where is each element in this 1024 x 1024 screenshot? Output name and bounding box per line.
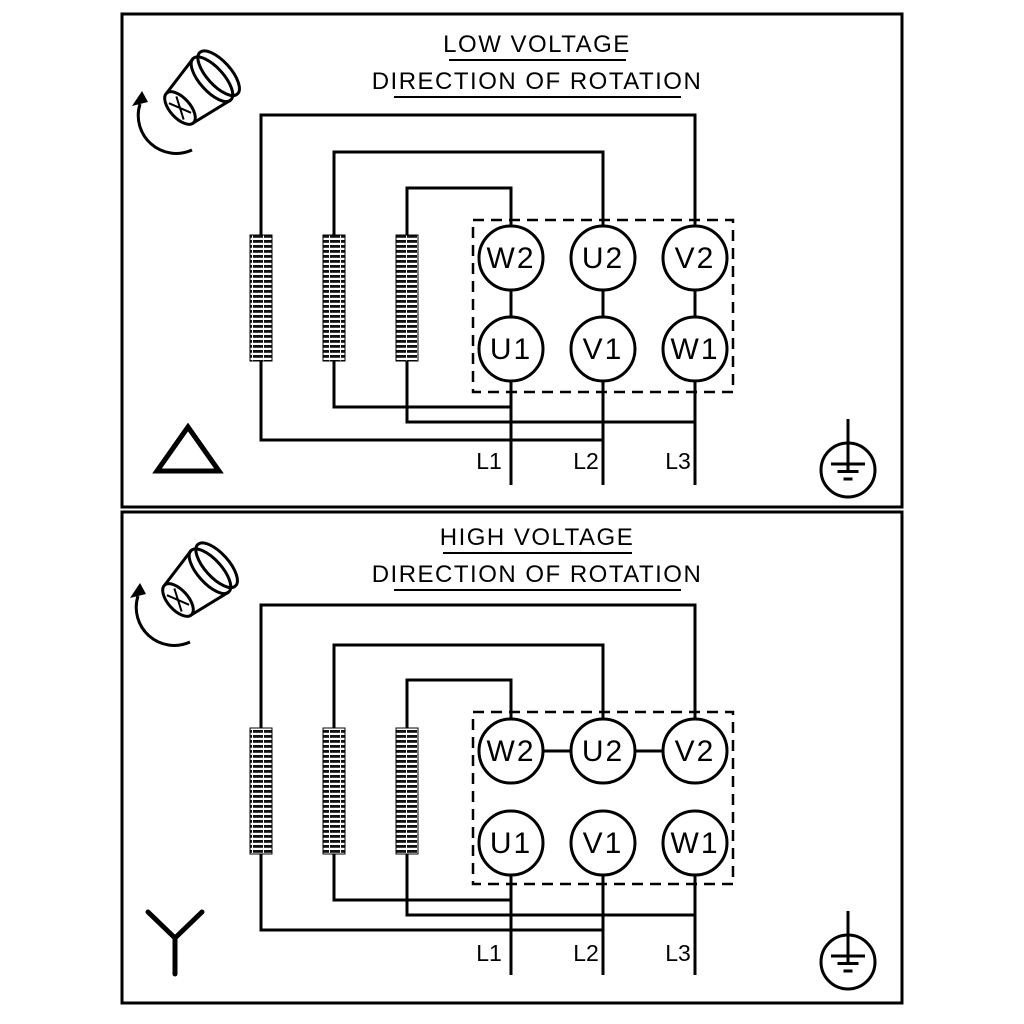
winding-coil-1: [249, 727, 273, 855]
terminal-label-w2: W2: [487, 735, 536, 768]
terminal-v2: [661, 224, 729, 292]
terminal-u2: [569, 224, 637, 292]
terminal-w2: [477, 224, 545, 292]
winding-coil-1: [249, 234, 273, 362]
terminal-v2: [661, 717, 729, 785]
terminal-label-v2: V2: [675, 735, 716, 768]
winding-coil-3: [395, 727, 419, 855]
terminal-label-w1: W1: [671, 827, 720, 860]
supply-label-l1: L1: [476, 448, 502, 474]
terminal-label-w2: W2: [487, 242, 536, 275]
terminal-label-v1: V1: [583, 827, 624, 860]
terminal-label-v1: V1: [583, 333, 624, 366]
panel-high-voltage: HIGH VOLTAGE DIRECTION OF ROTATION W2 U2…: [120, 510, 904, 1005]
panel-low-voltage: LOW VOLTAGE DIRECTION OF ROTATION W2 U2 …: [120, 12, 904, 509]
wire-winding3-w2-w1: [405, 186, 695, 424]
supply-label-l1: L1: [476, 940, 502, 966]
terminal-w2: [477, 717, 545, 785]
panel-subtitle: DIRECTION OF ROTATION: [372, 68, 703, 95]
terminal-v1: [569, 315, 637, 383]
terminal-board-outline: [471, 710, 735, 886]
wire-winding1-v2-v1: [259, 603, 697, 932]
panel-subtitle: DIRECTION OF ROTATION: [372, 561, 703, 588]
supply-label-l3: L3: [665, 940, 691, 966]
terminal-label-u1: U1: [490, 827, 532, 860]
terminal-label-u2: U2: [582, 242, 624, 275]
supply-label-l3: L3: [665, 448, 691, 474]
terminal-board-outline: [471, 218, 735, 394]
winding-coil-2: [322, 727, 346, 855]
terminal-label-u1: U1: [490, 333, 532, 366]
wire-winding2-u2-u1: [332, 150, 605, 409]
terminal-u1: [477, 315, 545, 383]
wire-winding1-v2-v1: [259, 113, 697, 442]
delta-symbol: [152, 422, 224, 474]
panel-border: [120, 510, 904, 1005]
winding-coil-3: [395, 234, 419, 362]
panel-title: HIGH VOLTAGE: [440, 524, 634, 551]
terminal-label-u2: U2: [582, 735, 624, 768]
wire-winding2-u2-u1: [332, 643, 605, 902]
star-symbol: [145, 909, 205, 977]
terminal-label-w1: W1: [671, 333, 720, 366]
terminal-u2: [569, 717, 637, 785]
supply-label-l2: L2: [573, 940, 599, 966]
terminal-label-v2: V2: [675, 242, 716, 275]
terminal-u1: [477, 809, 545, 877]
terminal-w1: [661, 809, 729, 877]
wire-winding3-w2-w1: [405, 678, 695, 917]
panel-border: [120, 12, 904, 509]
terminal-v1: [569, 809, 637, 877]
panel-title: LOW VOLTAGE: [443, 31, 631, 58]
supply-label-l2: L2: [573, 448, 599, 474]
terminal-w1: [661, 315, 729, 383]
winding-coil-2: [322, 234, 346, 362]
